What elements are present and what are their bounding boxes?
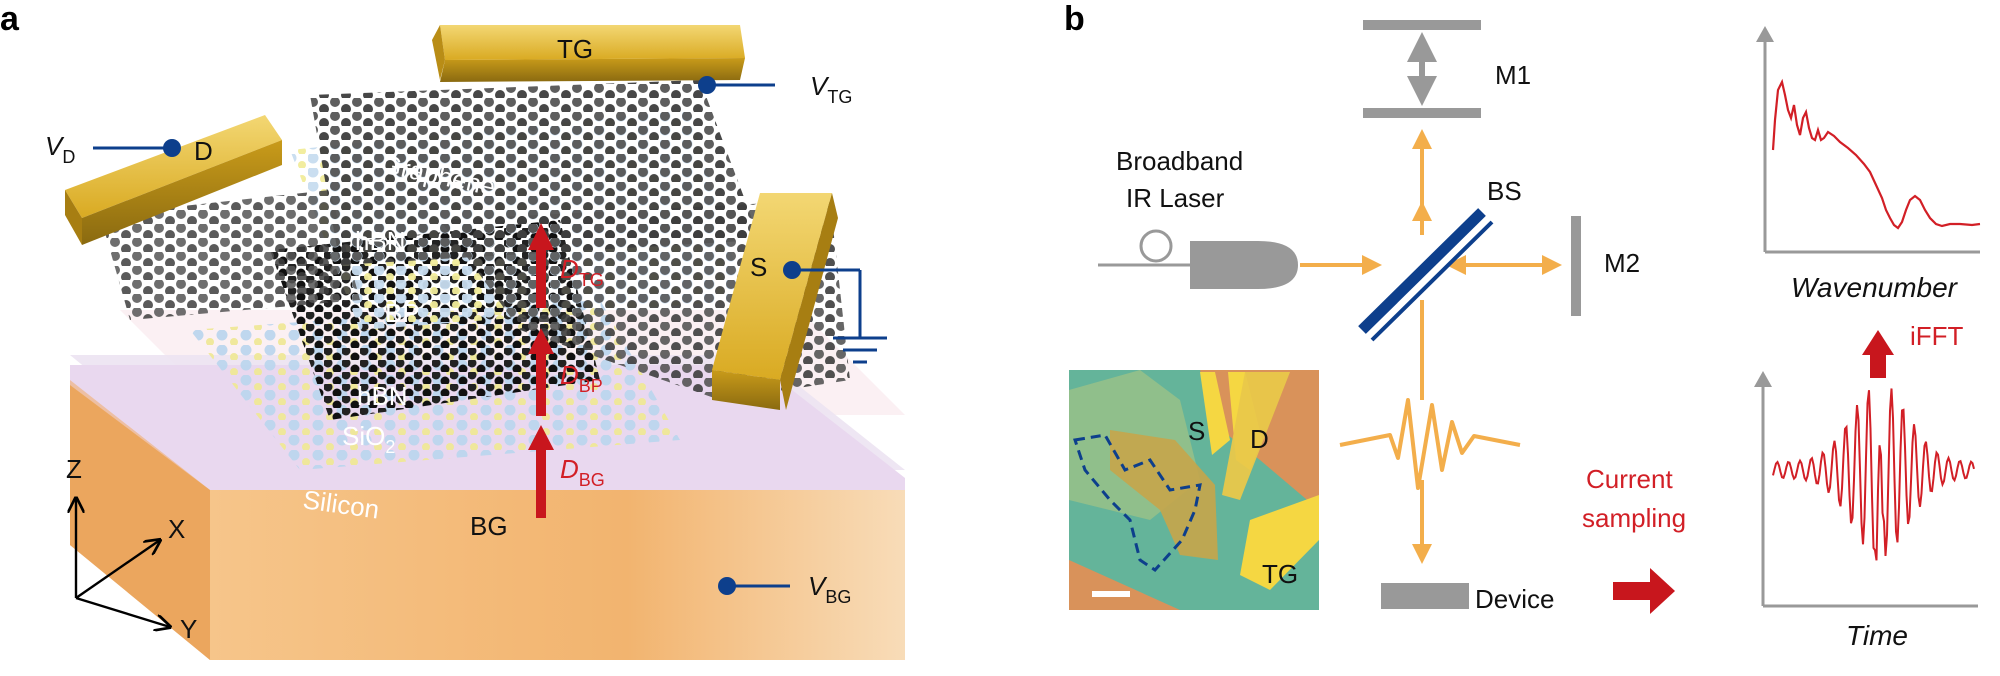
- interferogram-plot: [1754, 371, 1978, 608]
- device-block: [1381, 583, 1469, 609]
- label-device: Device: [1475, 584, 1554, 614]
- label-sio2: SiO2: [342, 421, 395, 457]
- d-electrode: [65, 115, 282, 245]
- graphene-left-sheet: [100, 190, 360, 320]
- label-d: D: [194, 136, 213, 166]
- label-dtg: DTG: [560, 254, 604, 290]
- ground-wire: [783, 261, 862, 338]
- label-hbn-bottom: hBN: [357, 381, 408, 411]
- label-m2: M2: [1604, 248, 1640, 278]
- ifft-arrow-icon: [1862, 330, 1894, 378]
- current-sampling-arrow-icon: [1613, 568, 1675, 614]
- axis-y-label: Y: [180, 614, 197, 644]
- label-dbp: DBP: [560, 360, 603, 396]
- label-dbg: DBG: [560, 454, 605, 490]
- label-bg: BG: [470, 511, 508, 541]
- label-s: S: [750, 252, 767, 282]
- graphene-top-layer: [310, 80, 760, 265]
- dbg-arrow: [528, 425, 554, 518]
- label-m1: M1: [1495, 60, 1531, 90]
- field-arrows: [528, 223, 554, 518]
- label-current-line1: Current: [1586, 464, 1673, 494]
- label-vd: VD: [45, 131, 75, 167]
- micrograph-label-d: D: [1250, 424, 1269, 454]
- vd-wire: [93, 139, 181, 157]
- ground-symbol-icon: [833, 336, 887, 364]
- m2-mirror: [1571, 216, 1581, 316]
- label-vbg: VBG: [808, 571, 851, 607]
- laser-source-icon: [1098, 229, 1298, 289]
- vbg-wire: [718, 577, 790, 595]
- beam-paths: [1300, 129, 1562, 564]
- label-bp: BP: [385, 298, 420, 328]
- s-electrode: [712, 193, 838, 410]
- label-time: Time: [1846, 620, 1908, 651]
- dbp-arrow: [528, 328, 554, 416]
- vtg-wire: [698, 76, 775, 94]
- label-tg: TG: [557, 34, 593, 64]
- beam-splitter: [1358, 208, 1494, 342]
- label-vtg: VTG: [810, 71, 852, 107]
- panel-b: b M1 M2 Broadband IR Laser: [1064, 0, 1981, 651]
- label-current-line2: sampling: [1582, 503, 1686, 533]
- dtg-arrow: [528, 223, 554, 308]
- panel-a: a: [0, 0, 905, 660]
- panel-a-letter: a: [0, 0, 20, 38]
- panel-b-letter: b: [1064, 0, 1085, 38]
- label-hbn-top: hBN: [355, 226, 406, 256]
- tg-electrode: [432, 25, 745, 82]
- spectrum-plot: [1756, 26, 1981, 254]
- micrograph-label-tg: TG: [1262, 559, 1298, 589]
- device-micrograph: [1069, 370, 1319, 610]
- axis-z-label: Z: [66, 454, 82, 484]
- label-wavenumber: Wavenumber: [1791, 272, 1959, 303]
- label-bs: BS: [1487, 176, 1522, 206]
- label-laser-line1: Broadband: [1116, 146, 1243, 176]
- label-ifft: iFFT: [1910, 321, 1964, 351]
- label-laser-line2: IR Laser: [1126, 183, 1225, 213]
- m1-mirror: [1363, 20, 1481, 118]
- micrograph-label-s: S: [1188, 416, 1205, 446]
- coordinate-axes: [76, 498, 170, 627]
- axis-x-label: X: [168, 514, 185, 544]
